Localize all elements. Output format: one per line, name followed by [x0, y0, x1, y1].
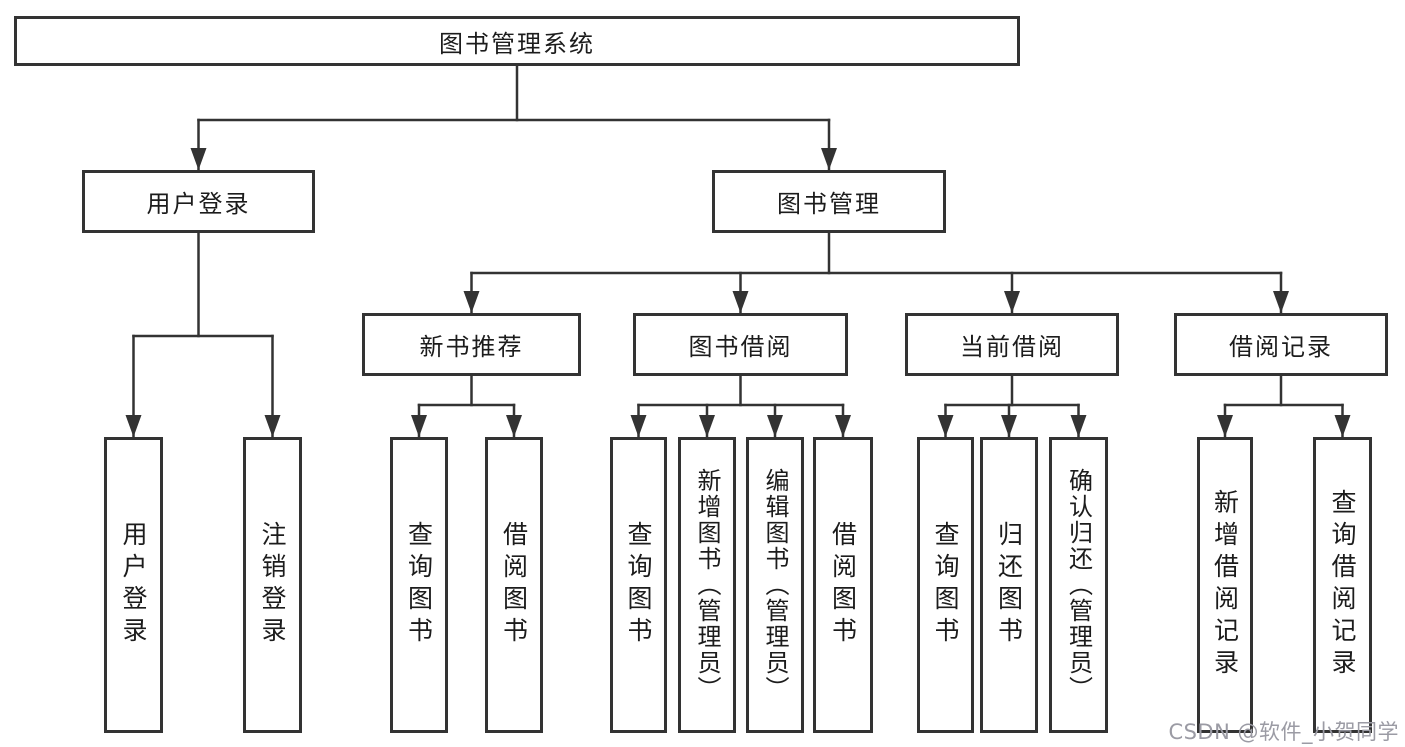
leaf-confirm-return-admin: 确认归还（管理员）	[1049, 437, 1108, 733]
leaf-add-books-admin: 新增图书（管理员）	[678, 437, 736, 733]
leaf-add-borrow-record: 新增借阅记录	[1197, 437, 1253, 733]
leaf-borrow-books-recommend: 借阅图书	[485, 437, 543, 733]
leaf-query-books-borrow: 查询图书	[610, 437, 667, 733]
leaf-query-books-current: 查询图书	[917, 437, 974, 733]
leaf-query-books-recommend: 查询图书	[390, 437, 448, 733]
leaf-query-borrow-record: 查询借阅记录	[1313, 437, 1372, 733]
leaf-borrow-books: 借阅图书	[813, 437, 873, 733]
node-root-library-management-system: 图书管理系统	[14, 16, 1020, 66]
node-user-login: 用户登录	[82, 170, 315, 233]
csdn-watermark: CSDN @软件_小贺同学	[1168, 720, 1399, 744]
leaf-user-login: 用户登录	[104, 437, 163, 733]
leaf-edit-books-admin: 编辑图书（管理员）	[746, 437, 804, 733]
leaf-return-books: 归还图书	[980, 437, 1038, 733]
node-book-management: 图书管理	[712, 170, 946, 233]
node-book-borrow: 图书借阅	[633, 313, 848, 376]
node-current-borrow: 当前借阅	[905, 313, 1119, 376]
leaf-logout: 注销登录	[243, 437, 302, 733]
node-new-book-recommend: 新书推荐	[362, 313, 581, 376]
node-borrow-records: 借阅记录	[1174, 313, 1388, 376]
